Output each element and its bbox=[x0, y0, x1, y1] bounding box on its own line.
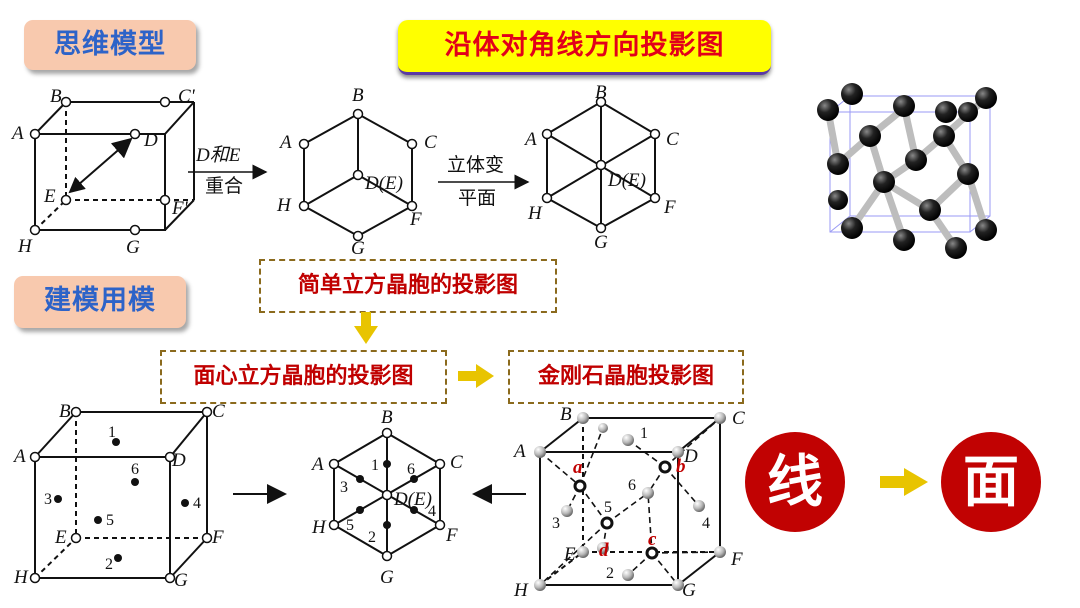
fcc-label-A: A bbox=[12, 446, 26, 467]
fcc-cube-vertices bbox=[29, 406, 213, 584]
diamond-interior-atoms bbox=[573, 460, 672, 560]
fcchex-num-5: 5 bbox=[346, 517, 354, 534]
fcchex-num-1: 1 bbox=[371, 457, 379, 474]
label-F-prime: F' bbox=[171, 198, 189, 219]
hex1-B: B bbox=[352, 85, 364, 106]
hex2-C: C bbox=[666, 129, 679, 150]
build-model-tag: 建模用模 bbox=[14, 276, 186, 328]
simple-cubic-box: 简单立方晶胞的投影图 bbox=[259, 259, 557, 313]
fcchex-num-3: 3 bbox=[340, 479, 348, 496]
fcc-face-centers bbox=[54, 438, 189, 562]
hex1-F: F bbox=[409, 209, 422, 230]
label-D: D bbox=[143, 130, 158, 151]
dia-label-b: b bbox=[676, 456, 686, 477]
dia-label-A: A bbox=[512, 441, 526, 462]
merge-bottom-text: 重合 bbox=[205, 175, 243, 197]
diamond-grey-atoms bbox=[534, 412, 726, 591]
simple-cubic-cube bbox=[34, 101, 195, 231]
hex2-H: H bbox=[527, 203, 543, 224]
fcc-label-H: H bbox=[13, 567, 29, 588]
fcchex-A: A bbox=[310, 454, 324, 475]
label-A: A bbox=[10, 123, 24, 144]
line-circle: 线 bbox=[745, 432, 845, 532]
fcchex-B: B bbox=[381, 407, 393, 428]
hex2-B: B bbox=[595, 82, 607, 103]
fcc-cube bbox=[34, 411, 208, 579]
dia-label-B: B bbox=[560, 404, 572, 425]
fcc-num-6: 6 bbox=[131, 461, 139, 478]
hex2-A: A bbox=[523, 129, 537, 150]
fcc-num-1: 1 bbox=[108, 424, 116, 441]
fcc-box: 面心立方晶胞的投影图 bbox=[160, 350, 447, 404]
fcc-num-2: 2 bbox=[105, 556, 113, 573]
merge-top-text: D和E bbox=[195, 145, 241, 166]
simple-cubic-vertices bbox=[29, 96, 171, 236]
hex2-F: F bbox=[663, 197, 676, 218]
label-G: G bbox=[126, 237, 140, 258]
dia-label-a: a bbox=[573, 457, 583, 478]
flatten-bottom-text: 平面 bbox=[458, 187, 496, 209]
dia-label-E: E bbox=[563, 544, 576, 565]
hex1-C: C bbox=[424, 132, 437, 153]
plane-circle: 面 bbox=[941, 432, 1041, 532]
fcc-label-B: B bbox=[59, 401, 71, 422]
flatten-top-text: 立体变 bbox=[447, 154, 504, 176]
hexagon-1-vertices bbox=[298, 108, 418, 242]
line-to-plane-arrow bbox=[880, 468, 928, 496]
dia-num-2: 2 bbox=[606, 565, 614, 582]
dia-num-6: 6 bbox=[628, 477, 636, 494]
diamond-box: 金刚石晶胞投影图 bbox=[508, 350, 744, 404]
projection-banner: 沿体对角线方向投影图 bbox=[398, 20, 771, 75]
dia-label-F: F bbox=[730, 549, 743, 570]
hexagon-2-vertices bbox=[541, 96, 661, 234]
dia-label-D: D bbox=[683, 446, 698, 467]
hex1-A: A bbox=[278, 132, 292, 153]
dia-num-5: 5 bbox=[604, 499, 612, 516]
label-B: B bbox=[50, 86, 62, 107]
fcchex-num-2: 2 bbox=[368, 529, 376, 546]
dia-label-G: G bbox=[682, 580, 696, 601]
hex2-G: G bbox=[594, 232, 608, 253]
fcc-num-3: 3 bbox=[44, 491, 52, 508]
fcchex-F: F bbox=[445, 525, 458, 546]
fcc-label-E: E bbox=[54, 527, 67, 548]
dia-label-H: H bbox=[513, 580, 529, 601]
label-E: E bbox=[43, 186, 56, 207]
thinking-model-tag: 思维模型 bbox=[24, 20, 196, 70]
fcc-hex-inner-dots bbox=[356, 460, 418, 529]
label-C-prime: C' bbox=[178, 86, 196, 107]
hex1-DE: D(E) bbox=[364, 173, 403, 194]
fcchex-G: G bbox=[380, 567, 394, 588]
dia-label-C: C bbox=[732, 408, 745, 429]
fcchex-H: H bbox=[311, 517, 327, 538]
hex2-DE: D(E) bbox=[607, 170, 646, 191]
fcchex-C: C bbox=[450, 452, 463, 473]
right-arrow-yellow bbox=[458, 364, 494, 388]
diamond-3d-model bbox=[817, 83, 997, 259]
fcc-label-G: G bbox=[174, 570, 188, 591]
fcc-label-D: D bbox=[171, 450, 186, 471]
fcc-num-5: 5 bbox=[106, 512, 114, 529]
fcc-num-4: 4 bbox=[193, 495, 201, 512]
dia-num-3: 3 bbox=[552, 515, 560, 532]
fcc-label-F: F bbox=[211, 527, 224, 548]
fcc-hex-vertices bbox=[328, 427, 446, 562]
fcchex-num-4: 4 bbox=[428, 503, 436, 520]
hex1-H: H bbox=[276, 195, 292, 216]
dia-num-4: 4 bbox=[702, 515, 710, 532]
fcchex-num-6: 6 bbox=[407, 461, 415, 478]
fcc-label-C: C bbox=[212, 401, 225, 422]
dia-label-c: c bbox=[648, 529, 657, 550]
fcchex-DE: D(E) bbox=[393, 489, 432, 510]
down-arrow-yellow bbox=[354, 312, 378, 344]
dia-label-d: d bbox=[599, 540, 609, 561]
dia-num-1: 1 bbox=[640, 425, 648, 442]
label-H: H bbox=[17, 236, 33, 257]
hex1-G: G bbox=[351, 238, 365, 259]
